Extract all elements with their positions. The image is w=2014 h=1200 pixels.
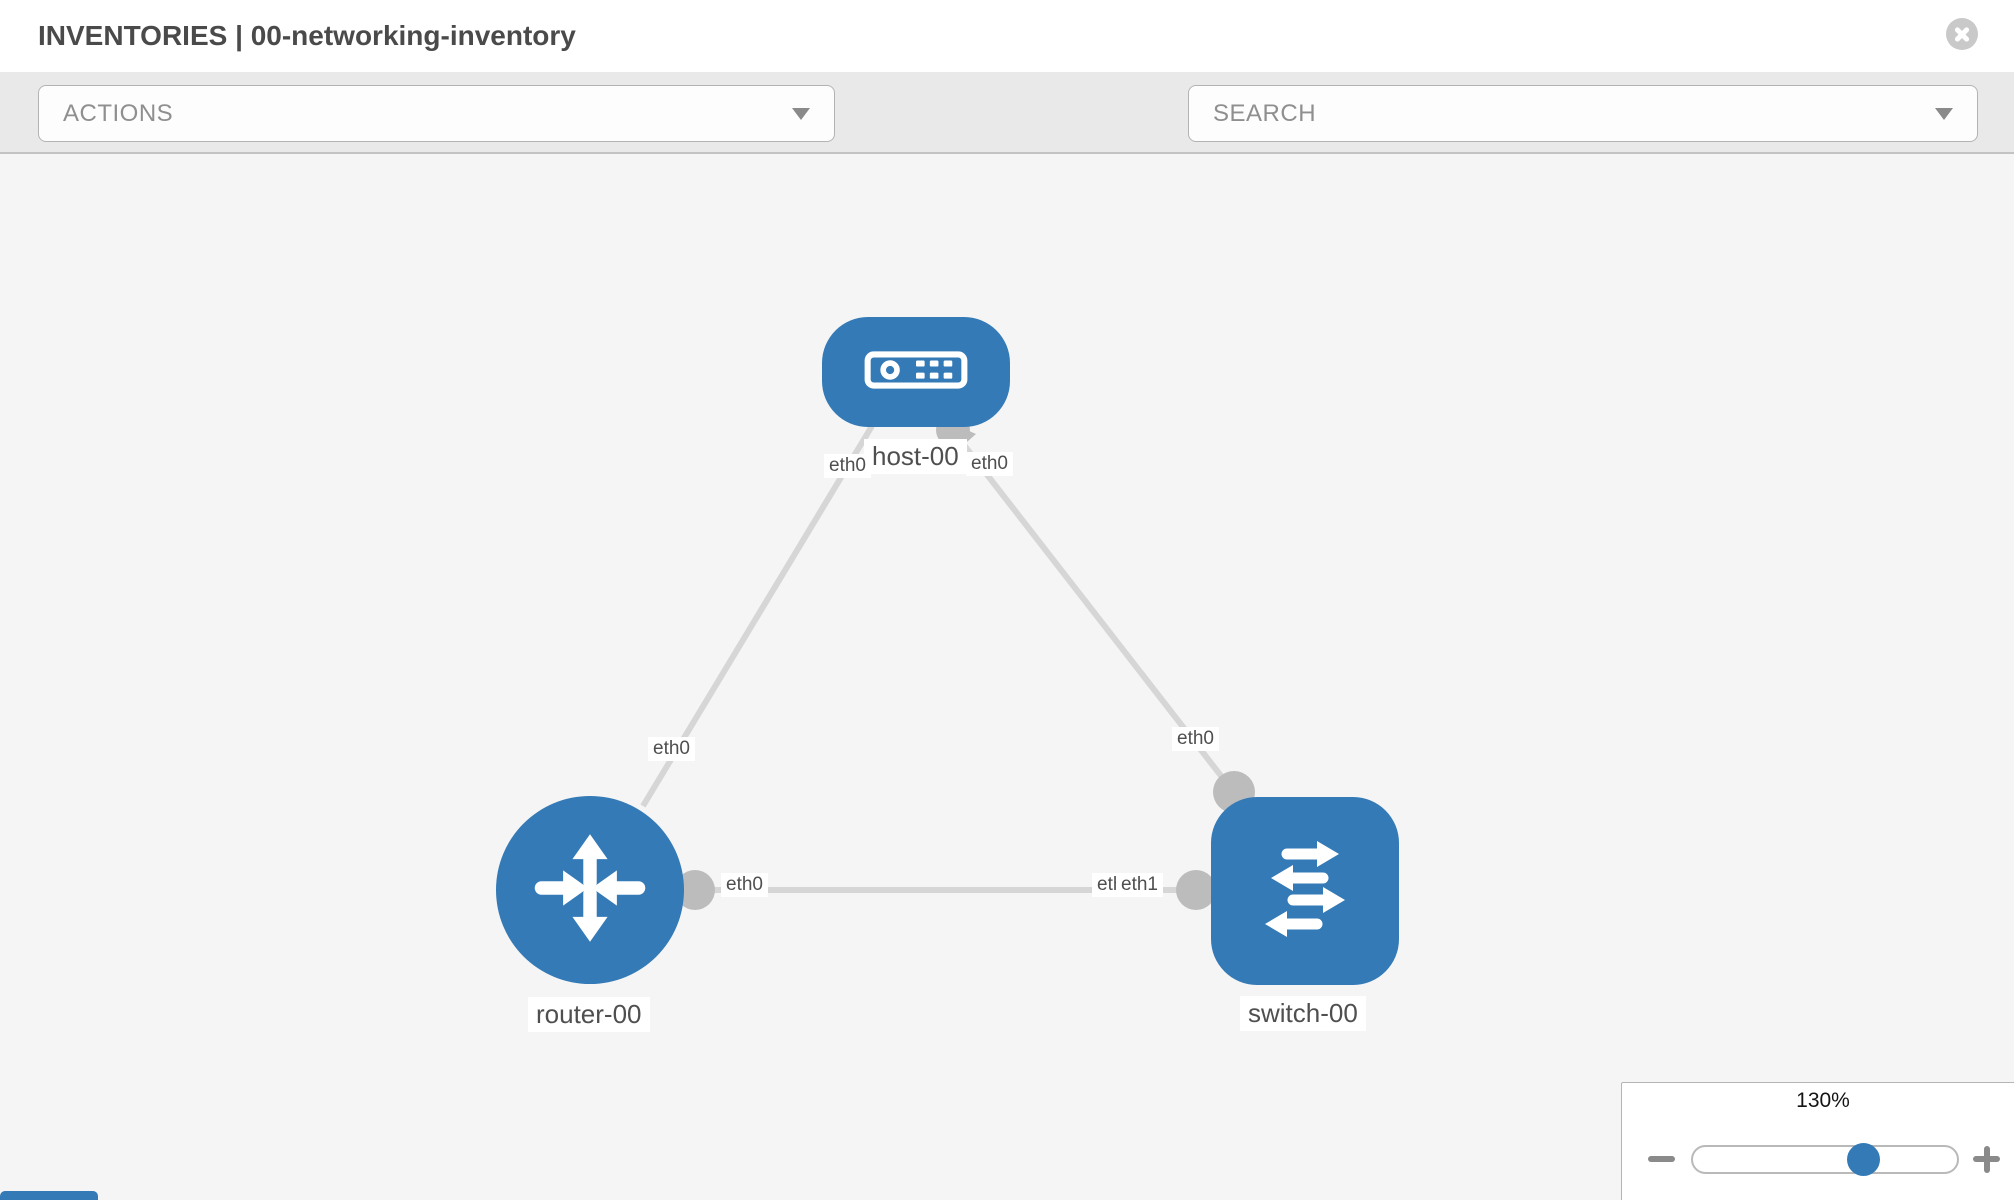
node-router-00[interactable] (496, 796, 684, 984)
router-icon (528, 826, 652, 955)
node-label-host-00: host-00 (864, 439, 967, 474)
connector-router-right[interactable] (675, 870, 715, 910)
interface-label: eth0 (721, 873, 768, 897)
node-label-router-00: router-00 (528, 997, 650, 1032)
interface-label: eth0 (966, 452, 1013, 476)
zoom-percent-value: 130% (1796, 1089, 1850, 1112)
header: INVENTORIES | 00-networking-inventory (0, 0, 2014, 72)
node-switch-00[interactable] (1211, 797, 1399, 985)
chevron-down-icon (792, 107, 810, 120)
interface-label: eth0 (824, 454, 871, 478)
host-icon (864, 350, 968, 394)
close-icon[interactable] (1946, 18, 1978, 50)
zoom-slider-track[interactable] (1691, 1145, 1959, 1174)
toolbar: ACTIONS SEARCH (0, 72, 2014, 206)
actions-dropdown-label: ACTIONS (63, 99, 174, 127)
chevron-down-icon (1935, 107, 1953, 120)
actions-dropdown[interactable]: ACTIONS (38, 85, 835, 142)
search-dropdown[interactable]: SEARCH (1188, 85, 1978, 142)
zoom-out-minus-icon[interactable] (1648, 1156, 1675, 1162)
node-host-00[interactable] (822, 317, 1010, 427)
zoom-slider-knob[interactable] (1847, 1143, 1880, 1176)
switch-icon (1245, 829, 1365, 954)
interface-label: eth0 (1172, 727, 1219, 751)
offscreen-node-fragment[interactable] (0, 1191, 98, 1200)
interface-label: eth1 (1116, 873, 1163, 897)
zoom-control-panel: 130% (1621, 1082, 2014, 1200)
plus-vertical-stroke (1983, 1145, 1990, 1173)
page-title: INVENTORIES | 00-networking-inventory (38, 20, 576, 51)
interface-label: eth0 (648, 737, 695, 761)
search-dropdown-label: SEARCH (1213, 99, 1317, 127)
node-label-switch-00: switch-00 (1240, 996, 1366, 1031)
topology-canvas[interactable] (0, 154, 2014, 1200)
connector-switch-left[interactable] (1176, 870, 1216, 910)
